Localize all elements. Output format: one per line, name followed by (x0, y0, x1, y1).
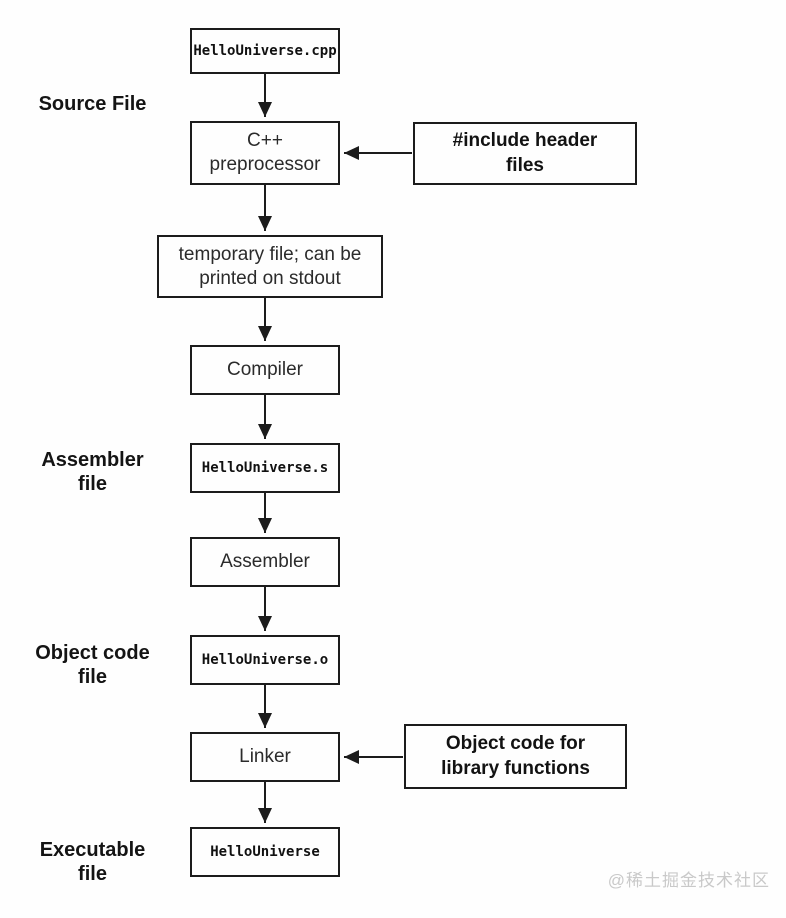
label-line: file (78, 473, 107, 495)
node-text: library functions (441, 757, 590, 779)
label-object-code-file: Object code file (15, 641, 170, 689)
node-temp-file: temporary file; can be printed on stdout (157, 235, 383, 298)
node-assembler: Assembler (190, 537, 340, 587)
node-preprocessor: C++ preprocessor (190, 121, 340, 185)
node-text: preprocessor (209, 154, 321, 175)
node-text: HelloUniverse.s (201, 460, 329, 476)
node-compiler: Compiler (190, 345, 340, 395)
node-linker: Linker (190, 732, 340, 782)
label-line: file (78, 863, 107, 885)
node-text: Object code for (445, 732, 586, 754)
label-line: Executable (39, 839, 146, 861)
label-source-file: Source File (20, 92, 165, 116)
node-text: HelloUniverse (210, 844, 320, 860)
label-line: Assembler (41, 449, 144, 471)
node-text: printed on stdout (199, 267, 341, 289)
label-line: Source File (38, 93, 147, 115)
node-object-file: HelloUniverse.o (190, 635, 340, 685)
node-executable: HelloUniverse (190, 827, 340, 877)
node-text: Assembler (220, 551, 310, 573)
label-executable-file: Executable file (20, 838, 165, 886)
node-source-file: HelloUniverse.cpp (190, 28, 340, 74)
node-text: Compiler (226, 359, 304, 381)
label-line: file (78, 666, 107, 688)
node-text: files (505, 154, 545, 176)
node-text: Linker (239, 746, 291, 768)
label-line: Object code (35, 642, 150, 664)
node-text: HelloUniverse.o (201, 652, 329, 668)
node-include-headers: #include header files (413, 122, 637, 185)
node-object-code-library: Object code for library functions (404, 724, 627, 789)
watermark: @稀土掘金技术社区 (607, 871, 770, 890)
node-text: C++ (247, 130, 283, 152)
node-text: #include header (452, 129, 598, 151)
node-assembly-file: HelloUniverse.s (190, 443, 340, 493)
node-text: temporary file; can be (178, 243, 362, 265)
node-text: HelloUniverse.cpp (193, 43, 337, 59)
label-assembler-file: Assembler file (20, 448, 165, 496)
